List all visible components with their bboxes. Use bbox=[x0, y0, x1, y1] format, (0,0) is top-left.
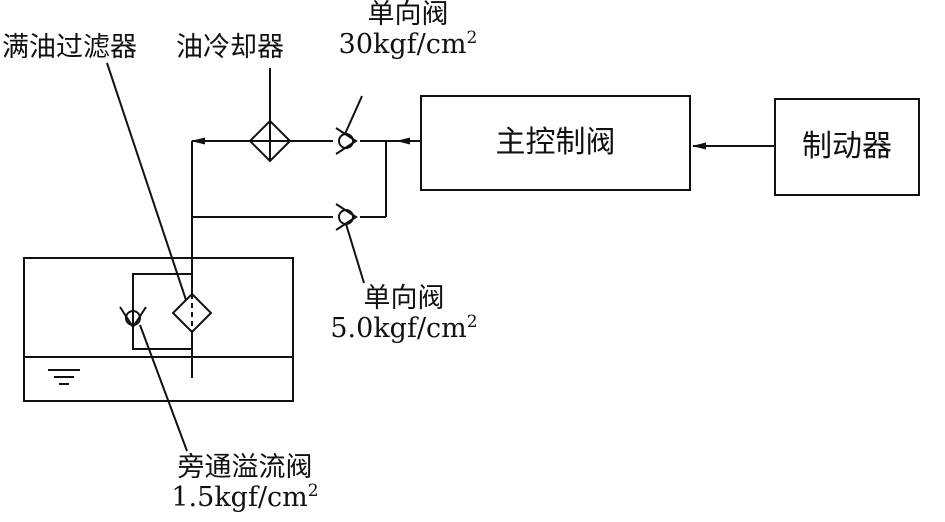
tank bbox=[23, 257, 294, 402]
leader-bypass-valve bbox=[139, 324, 188, 452]
leader-top-check-valve bbox=[344, 95, 363, 135]
label-return-filter: 满油过滤器 bbox=[2, 32, 137, 63]
label-top-check-valve-pressure: 30kgf/cm2 bbox=[338, 28, 478, 60]
label-bottom-check-valve: 单向阀 5.0kgf/cm2 bbox=[314, 284, 494, 344]
top-check-valve-seat bbox=[335, 127, 358, 155]
main-control-valve-label: 主控制阀 bbox=[495, 125, 616, 160]
bottom-check-valve-seat bbox=[335, 203, 358, 231]
leader-bottom-check-valve bbox=[345, 223, 365, 284]
label-oil-cooler: 油冷却器 bbox=[176, 32, 284, 63]
label-bottom-check-valve-pressure: 5.0kgf/cm2 bbox=[330, 312, 478, 344]
bottom-check-valve-ball bbox=[338, 209, 354, 225]
label-bypass-valve-pressure: 1.5kgf/cm2 bbox=[171, 481, 319, 513]
leader-return-filter bbox=[106, 62, 187, 301]
label-bypass-valve-name: 旁通溢流阀 bbox=[177, 452, 313, 483]
label-bypass-valve: 旁通溢流阀 1.5kgf/cm2 bbox=[140, 453, 350, 513]
label-top-check-valve-name: 单向阀 bbox=[367, 0, 449, 30]
brake-label: 制动器 bbox=[802, 129, 892, 164]
bypass-check-valve-seat bbox=[119, 306, 147, 329]
bypass-loop bbox=[132, 273, 192, 350]
label-bottom-check-valve-name: 单向阀 bbox=[363, 283, 445, 314]
main-control-valve-box bbox=[420, 95, 691, 191]
top-check-valve-ball bbox=[338, 133, 354, 149]
label-top-check-valve: 单向阀 30kgf/cm2 bbox=[318, 0, 498, 60]
